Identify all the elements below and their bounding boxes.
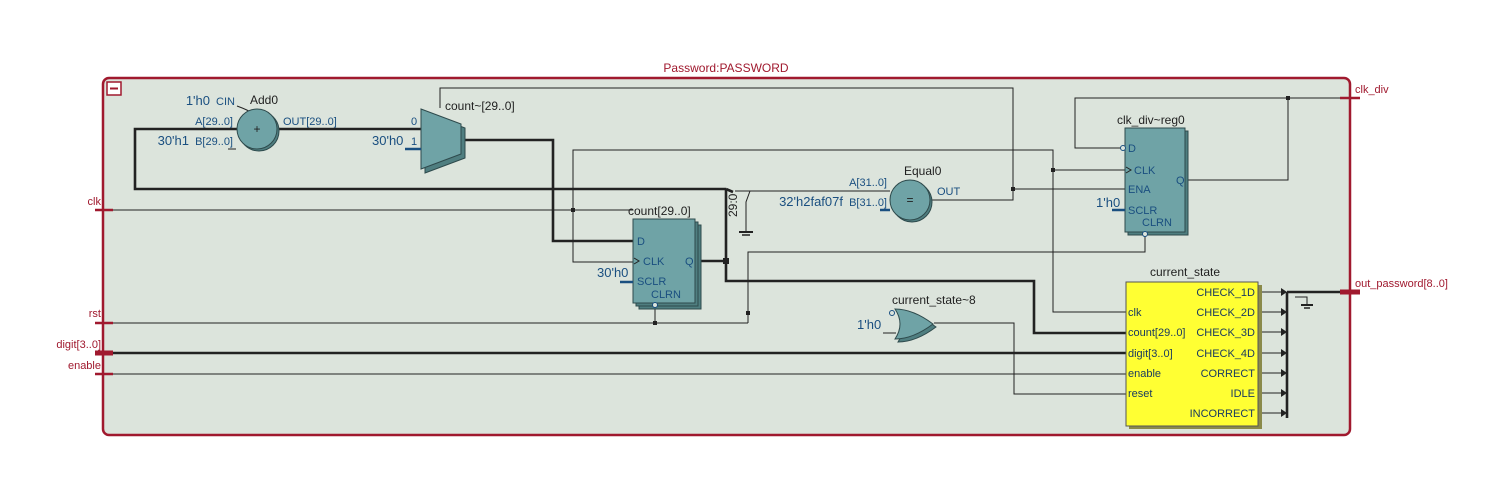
add0-block[interactable]: Add0 + 1'h0 CIN A[29..0] B[29..0] 30'h1 … xyxy=(158,93,337,152)
mux-block[interactable]: count~[29..0] 0 1 30'h0 xyxy=(372,99,515,174)
equal0-b-pin: B[31..0] xyxy=(849,197,887,209)
fsm-out-incorrect: INCORRECT xyxy=(1190,408,1256,420)
port-rst-label: rst xyxy=(89,308,101,320)
clkdiv-register[interactable]: clk_div~reg0 D CLK ENA SCLR CLRN Q 1'h0 xyxy=(1096,113,1189,237)
equal0-block[interactable]: Equal0 = A[31..0] B[31..0] 32'h2faf07f O… xyxy=(779,164,961,223)
add0-b-pin: B[29..0] xyxy=(195,136,233,148)
equal0-b-const: 32'h2faf07f xyxy=(779,194,843,209)
fsm-out-idle: IDLE xyxy=(1231,388,1255,400)
clkdiv-clrn-pin: CLRN xyxy=(1142,217,1172,229)
fsm-out-check4d: CHECK_4D xyxy=(1196,348,1255,360)
add0-a-pin: A[29..0] xyxy=(195,116,233,128)
feedback-bus xyxy=(133,127,726,191)
clkdiv-clk-pin: CLK xyxy=(1134,165,1156,177)
junction-dots xyxy=(571,96,1290,325)
port-clk-label: clk xyxy=(88,196,102,208)
clkdiv-name: clk_div~reg0 xyxy=(1117,113,1185,127)
clkdiv-reg-body xyxy=(1124,127,1186,233)
port-out-password[interactable]: out_password[8..0] xyxy=(1340,278,1448,295)
ground-icon xyxy=(739,231,753,236)
port-out-password-label: out_password[8..0] xyxy=(1355,278,1448,290)
equal0-symbol: = xyxy=(906,193,913,207)
or-out-wire xyxy=(934,322,1126,395)
fsm-in-count: count[29..0] xyxy=(1128,327,1186,339)
count-d-pin: D xyxy=(637,236,645,248)
mux-name: count~[29..0] xyxy=(445,99,515,113)
mux-in1: 1 xyxy=(411,136,417,148)
adder-circle xyxy=(236,108,278,150)
add0-cin-pin: CIN xyxy=(216,96,235,108)
fsm-output-bus xyxy=(1258,288,1350,418)
equal-out-wire xyxy=(439,87,1126,201)
port-enable[interactable]: enable xyxy=(68,360,113,376)
count-reg-body xyxy=(632,218,696,304)
add0-b-const: 30'h1 xyxy=(158,133,189,148)
port-enable-label: enable xyxy=(68,360,101,372)
or-gate-const: 1'h0 xyxy=(857,317,881,332)
add0-symbol: + xyxy=(253,122,260,136)
fsm-out-correct: CORRECT xyxy=(1201,368,1256,380)
clkdiv-d-pin: D xyxy=(1128,143,1136,155)
clkdiv-q-wire xyxy=(1074,97,1350,181)
or-gate[interactable]: current_state~8 1'h0 xyxy=(857,293,976,343)
fsm-name: current_state xyxy=(1150,265,1220,279)
tap-label: 29:0 xyxy=(726,193,740,217)
fsm-out-check1d: CHECK_1D xyxy=(1196,287,1255,299)
count-clk-pin: CLK xyxy=(643,256,665,268)
add0-cin-const: 1'h0 xyxy=(186,93,210,108)
equal0-out-pin: OUT xyxy=(937,186,961,198)
fsm-in-enable: enable xyxy=(1128,368,1161,380)
clkdiv-sclr-pin: SCLR xyxy=(1128,205,1157,217)
port-rst[interactable]: rst xyxy=(89,308,113,325)
gnd-tap-wire xyxy=(745,190,751,232)
fsm-in-reset: reset xyxy=(1128,388,1152,400)
port-digit[interactable]: digit[3..0] xyxy=(56,339,113,356)
fsm-in-digit: digit[3..0] xyxy=(1128,348,1173,360)
module-title: Password:PASSWORD xyxy=(663,61,788,75)
fsm-out-check3d: CHECK_3D xyxy=(1196,327,1255,339)
equal0-name: Equal0 xyxy=(904,164,942,178)
clkdiv-ena-pin: ENA xyxy=(1128,184,1151,196)
add0-out-pin: OUT[29..0] xyxy=(283,116,337,128)
clkdiv-sclr-const: 1'h0 xyxy=(1096,195,1120,210)
clkdiv-q-pin: Q xyxy=(1176,175,1185,187)
clk-branch-wire xyxy=(572,149,1126,313)
count-q-pin: Q xyxy=(685,256,694,268)
count-sclr-const: 30'h0 xyxy=(597,265,628,280)
fsm-body xyxy=(1125,281,1259,427)
count-name: count[29..0] xyxy=(628,204,691,218)
count-sclr-pin: SCLR xyxy=(637,276,666,288)
equal0-a-pin: A[31..0] xyxy=(849,177,887,189)
port-clk-div[interactable]: clk_div xyxy=(1340,84,1389,100)
or-gate-name: current_state~8 xyxy=(892,293,976,307)
mux-const: 30'h0 xyxy=(372,133,403,148)
count-register[interactable]: count[29..0] D CLK Q SCLR CLRN 30'h0 xyxy=(597,204,702,310)
mux-in0: 0 xyxy=(411,116,417,128)
port-clk[interactable]: clk xyxy=(88,196,113,212)
mux-out-bus xyxy=(461,138,633,243)
fsm-block[interactable]: current_state clk count[29..0] digit[3..… xyxy=(1125,265,1262,429)
fsm-in-clk: clk xyxy=(1128,307,1142,319)
clk-wire xyxy=(112,209,633,263)
add0-name: Add0 xyxy=(250,93,278,107)
comparator-circle xyxy=(889,179,931,221)
fsm-out-check2d: CHECK_2D xyxy=(1196,307,1255,319)
port-digit-label: digit[3..0] xyxy=(56,339,101,351)
port-clk-div-label: clk_div xyxy=(1355,84,1389,96)
or-gate-shape xyxy=(894,308,934,340)
count-clrn-pin: CLRN xyxy=(651,289,681,301)
tap-bus xyxy=(725,187,734,194)
minus-box-icon[interactable] xyxy=(106,81,122,96)
